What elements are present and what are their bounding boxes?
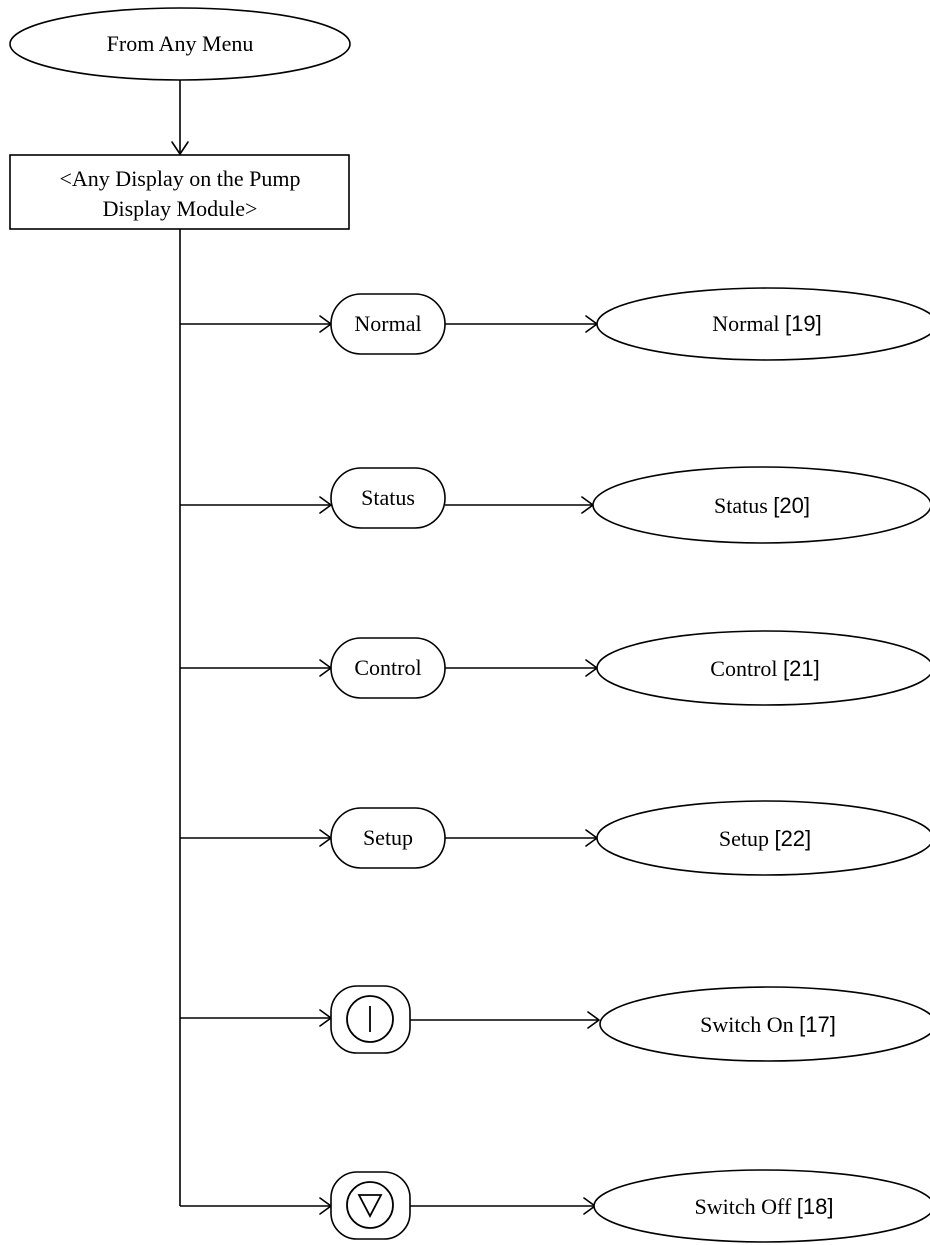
branch-normal: Normal Normal [19] [180, 287, 930, 361]
branch-setup: Setup Setup [22] [180, 800, 930, 876]
result-switch-off-node [593, 1169, 930, 1243]
branch-switch-off: Switch Off [18] [180, 1169, 930, 1243]
power-on-icon [346, 995, 394, 1043]
result-normal-label: Normal [19] [712, 311, 821, 336]
result-control-node [596, 630, 930, 706]
result-switch-on-label: Switch On [17] [700, 1012, 836, 1037]
result-switch-on-node [599, 986, 930, 1062]
result-normal-node [596, 287, 930, 361]
display-box [9, 154, 350, 230]
result-setup-label: Setup [22] [719, 826, 811, 851]
start-arrowhead [171, 141, 189, 155]
branch-switch-on: Switch On [17] [180, 985, 930, 1062]
key-status-button[interactable] [330, 467, 446, 529]
key-normal-label: Normal [354, 311, 421, 336]
display-label-line1: <Any Display on the Pump [60, 166, 301, 191]
result-status-label: Status [20] [714, 493, 810, 518]
result-arrowhead [587, 1011, 600, 1029]
start-label: From Any Menu [107, 31, 254, 56]
result-switch-off-label: Switch Off [18] [695, 1194, 834, 1219]
key-status-label: Status [361, 485, 415, 510]
result-control-label: Control [21] [710, 656, 819, 681]
branch-control: Control Control [21] [180, 630, 930, 706]
branch-status: Status Status [20] [180, 466, 930, 544]
display-label-line2: Display Module> [103, 196, 258, 221]
key-setup-label: Setup [363, 825, 413, 850]
key-control-label: Control [354, 655, 421, 680]
result-status-node [592, 466, 930, 544]
power-off-triangle-icon [346, 1181, 394, 1229]
result-setup-node [596, 800, 930, 876]
